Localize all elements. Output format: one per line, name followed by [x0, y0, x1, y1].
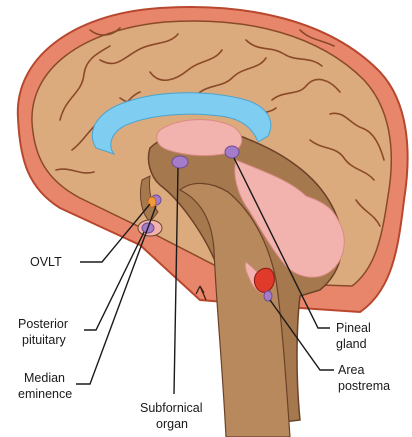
median-eminence-label-line2: eminence: [18, 387, 72, 401]
area-postrema-label-line1: Area: [338, 363, 364, 377]
csf-flow-arrow: [195, 285, 207, 301]
pineal-gland-label-line2: gland: [336, 337, 367, 351]
posterior-pituitary-label-line1: Posterior: [18, 317, 68, 331]
median-eminence-leader: [76, 205, 157, 385]
pineal-gland-label-line1: Pineal: [336, 321, 371, 335]
area-postrema-label-line2: postrema: [338, 379, 390, 393]
subfornical-organ-label-line1: Subfornical: [140, 401, 203, 415]
ovlt-label: OVLT: [30, 255, 62, 269]
posterior-pituitary-label-line2: pituitary: [22, 333, 67, 347]
subfornical-organ-leader: [173, 167, 179, 395]
posterior-pituitary-leader: [84, 231, 145, 331]
pineal-gland-marker: [224, 145, 240, 159]
subfornical-organ-label-line2: organ: [156, 417, 188, 431]
cerebellum: [234, 159, 345, 278]
subfornical-organ-marker: [171, 155, 189, 169]
corpus-callosum: [91, 92, 272, 155]
median-eminence-label-line1: Median: [24, 371, 65, 385]
area-postrema-dot: [263, 290, 273, 302]
pineal-gland-leader: [233, 157, 330, 329]
area-postrema-leader: [269, 299, 334, 371]
area-postrema-marker: [253, 267, 275, 293]
ovlt-leader: [80, 203, 151, 263]
spinal-cord: [178, 182, 291, 437]
